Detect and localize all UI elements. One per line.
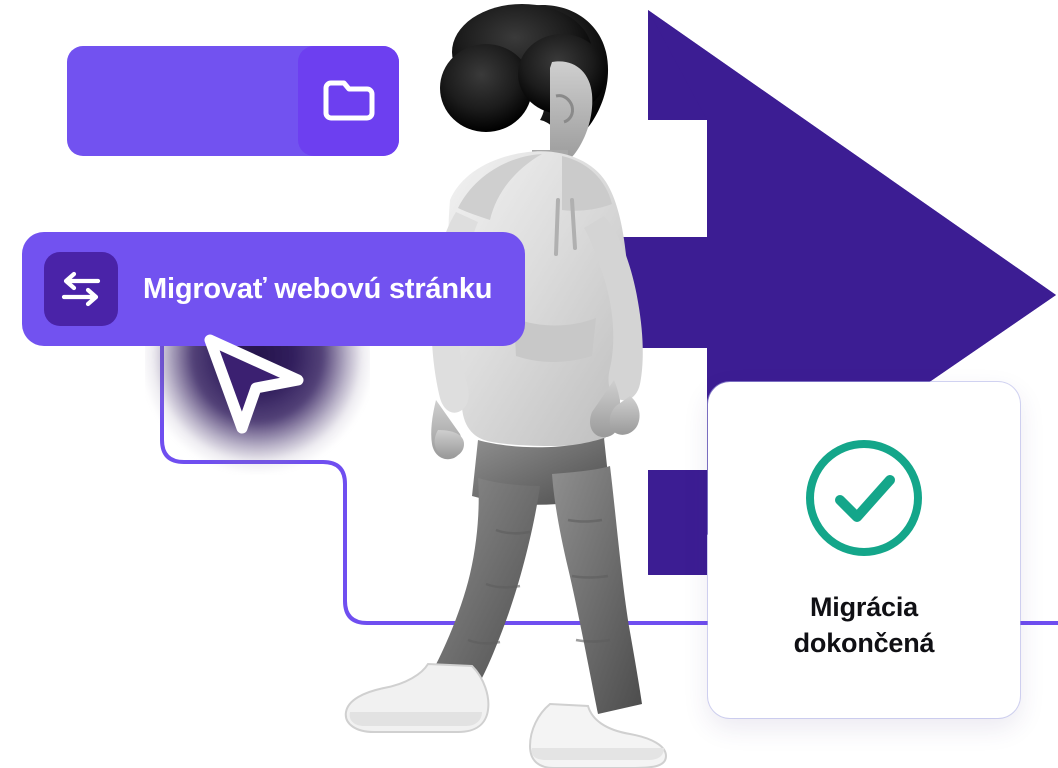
card-title-line-2: dokončená [793,627,935,658]
migration-complete-title: Migrácia dokončená [794,590,935,661]
folder-icon [323,80,374,121]
swap-arrows-icon-tile [44,252,118,326]
folder-bar[interactable] [67,46,399,156]
migrate-website-button[interactable]: Migrovať webovú stránku [22,232,525,346]
migrate-button-label: Migrovať webovú stránku [143,272,493,305]
swap-arrows-icon [61,271,101,307]
check-circle-icon [800,434,928,562]
migration-complete-card: Migrácia dokončená [708,382,1020,718]
card-title-line-1: Migrácia [810,592,918,622]
mouse-pointer-icon[interactable] [198,330,308,440]
folder-icon-tile[interactable] [298,46,399,156]
